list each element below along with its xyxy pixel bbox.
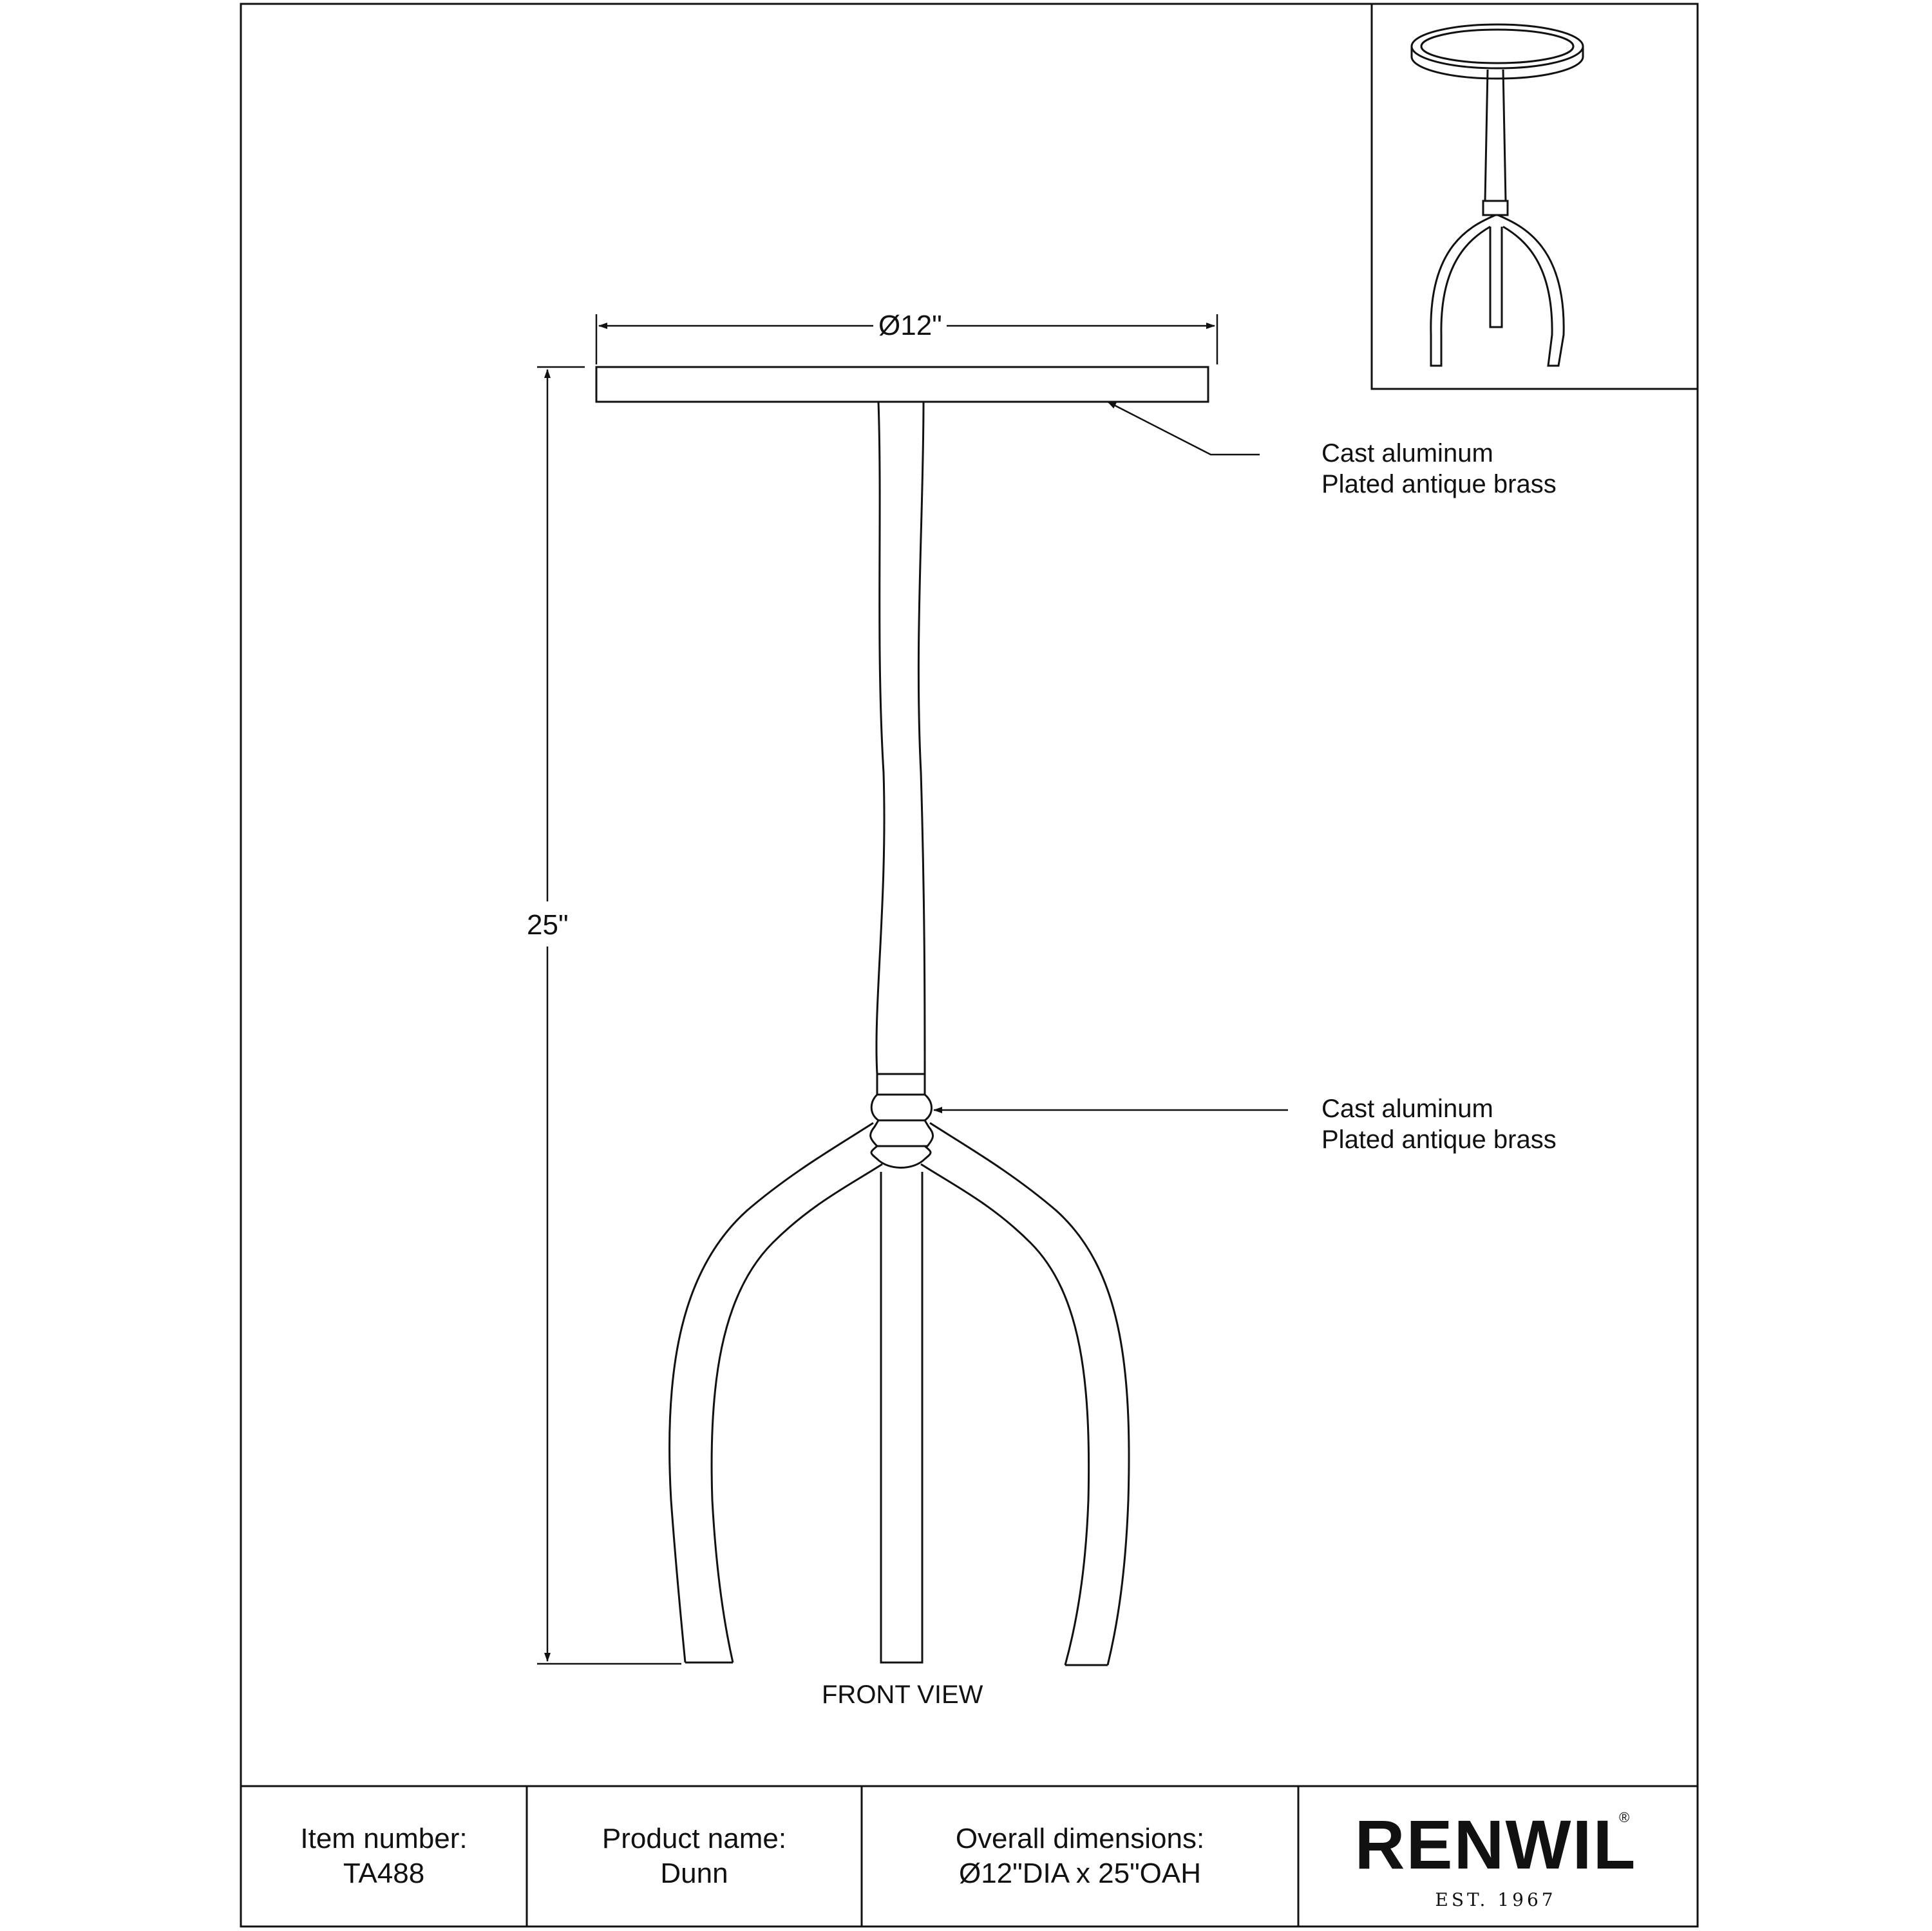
height-dimension-label: 25" <box>527 909 569 941</box>
item-number-label: Item number: <box>300 1823 468 1854</box>
callout-finish-line: Plated antique brass <box>1321 1126 1557 1154</box>
product-name-value: Dunn <box>660 1858 728 1889</box>
callout-material-line: Cast aluminum <box>1321 439 1493 467</box>
callout-material-line: Cast aluminum <box>1321 1095 1493 1123</box>
front-view-caption: FRONT VIEW <box>822 1681 983 1709</box>
overall-dimensions-cell: Overall dimensions: Ø12"DIA x 25"OAH <box>862 1786 1298 1926</box>
callout-finish-line: Plated antique brass <box>1321 470 1557 498</box>
sheet-border <box>240 3 1699 1928</box>
material-callout-collar: Cast aluminum Plated antique brass <box>1321 1093 1557 1155</box>
diameter-dimension-label: Ø12" <box>878 310 942 341</box>
item-number-value: TA488 <box>343 1858 425 1889</box>
overall-dimensions-label: Overall dimensions: <box>955 1823 1205 1854</box>
front-view-drawing <box>595 366 1209 1666</box>
overall-dimensions-value: Ø12"DIA x 25"OAH <box>958 1858 1202 1889</box>
item-number-cell: Item number: TA488 <box>241 1786 527 1926</box>
brand-established: EST. 1967 <box>1435 1889 1557 1910</box>
brand-logo: RENWIL ® EST. 1967 <box>1294 1786 1697 1926</box>
product-name-cell: Product name: Dunn <box>527 1786 862 1926</box>
brand-wordmark: RENWIL <box>1354 1805 1637 1883</box>
registered-mark: ® <box>1619 1809 1630 1825</box>
dimension-lines <box>537 314 1288 1665</box>
perspective-inset <box>1370 3 1699 390</box>
product-name-label: Product name: <box>601 1823 787 1854</box>
material-callout-top: Cast aluminum Plated antique brass <box>1321 438 1557 500</box>
